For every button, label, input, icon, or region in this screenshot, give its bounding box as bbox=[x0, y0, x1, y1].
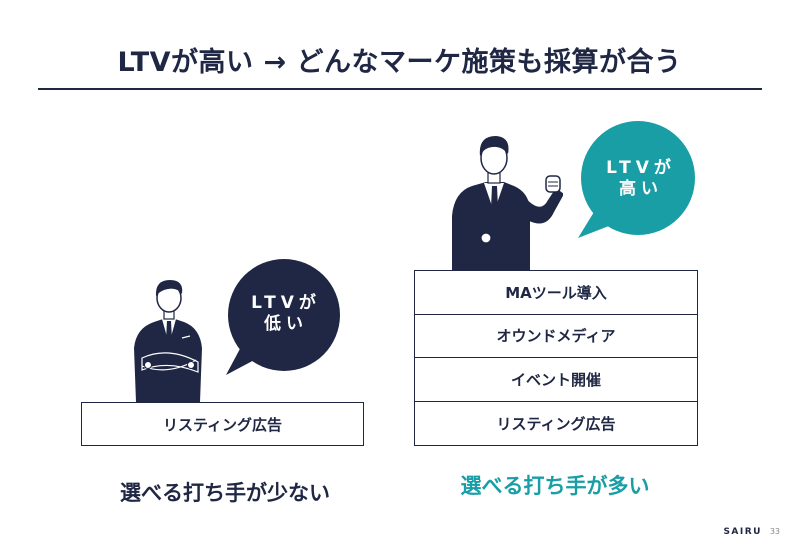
businessman-fist-pump-illustration bbox=[452, 136, 563, 270]
right-caption: 選べる打ち手が多い bbox=[460, 474, 650, 498]
bubble-text-low: LTVが 低い bbox=[234, 293, 338, 335]
bubble-high-line1: LTVが bbox=[606, 158, 676, 178]
bubble-text-high: LTVが 高い bbox=[588, 158, 694, 200]
stack-item: イベント開催 bbox=[415, 358, 697, 402]
left-box-label: リスティング広告 bbox=[162, 415, 283, 434]
speech-bubble-low bbox=[226, 259, 340, 375]
stack-item: MAツール導入 bbox=[415, 271, 697, 315]
bubble-low-line1: LTVが bbox=[251, 293, 321, 313]
brand-logo: SAIRU bbox=[723, 527, 762, 537]
bubble-high-line2: 高い bbox=[619, 179, 663, 199]
title-divider bbox=[38, 88, 762, 90]
businessman-arms-crossed-illustration bbox=[134, 280, 202, 402]
left-single-tactic-box: リスティング広告 bbox=[81, 402, 364, 446]
speech-bubble-high bbox=[578, 121, 695, 238]
stack-item: オウンドメディア bbox=[415, 315, 697, 358]
right-tactics-stack: MAツール導入 オウンドメディア イベント開催 リスティング広告 bbox=[414, 270, 698, 446]
page-number: 33 bbox=[769, 527, 780, 536]
bubble-low-line2: 低い bbox=[264, 314, 308, 334]
stack-item: リスティング広告 bbox=[496, 414, 616, 433]
left-caption: 選べる打ち手が少ない bbox=[120, 481, 330, 505]
slide-title: LTVが高い → どんなマーケ施策も採算が合う bbox=[117, 47, 682, 78]
